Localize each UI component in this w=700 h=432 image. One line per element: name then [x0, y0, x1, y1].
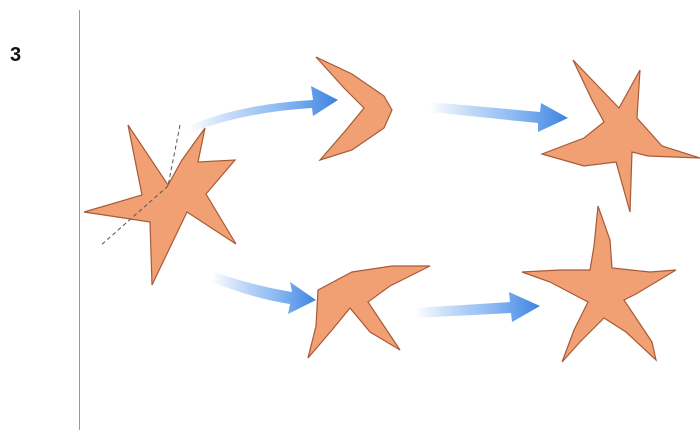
- starfish-half-bottom-icon: [308, 266, 430, 358]
- arrow-bottom-1-icon: [212, 272, 316, 314]
- arrow-top-1-icon: [188, 86, 338, 132]
- starfish-original-icon: [84, 125, 236, 285]
- starfish-half-top-icon: [316, 57, 392, 160]
- arrow-bottom-2-icon: [415, 292, 540, 322]
- arrow-top-2-icon: [430, 102, 568, 132]
- starfish-regenerated-top-icon: [542, 60, 700, 212]
- starfish-regenerated-bottom-icon: [522, 206, 676, 362]
